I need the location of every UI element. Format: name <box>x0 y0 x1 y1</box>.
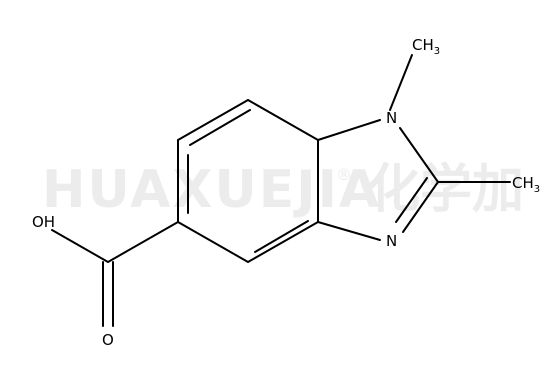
bond <box>177 99 249 141</box>
bond-n1-c2 <box>399 127 439 183</box>
watermark: HUAXUEJIA ® 化学加 <box>42 160 524 220</box>
bond-c2-n3 <box>402 181 439 233</box>
bond-n-methyl <box>389 54 413 111</box>
bond <box>177 221 249 263</box>
bond-c2-n3-double <box>395 177 428 223</box>
benzene-ring <box>177 99 319 263</box>
bond-c-n1 <box>317 119 381 141</box>
bond <box>247 99 319 141</box>
watermark-chinese: 化学加 <box>368 160 524 220</box>
nitrogen-1-label: N <box>386 109 397 127</box>
nitrogen-3-label: N <box>386 232 397 250</box>
bond-n3-c <box>317 221 381 241</box>
carbonyl-oxygen-label: O <box>102 331 114 349</box>
double-bond-inner <box>254 220 309 253</box>
methyl-right-label: CH3 <box>512 174 540 195</box>
watermark-latin: HUAXUEJIA <box>42 160 381 220</box>
watermark-registered: ® <box>336 165 352 184</box>
bond-ring-carboxyl <box>107 221 179 263</box>
hydroxyl-label: OH <box>32 213 55 231</box>
double-bond-inner <box>189 109 251 146</box>
bond-c-oh <box>51 229 109 263</box>
imidazole-ring <box>317 119 439 241</box>
carboxylic-acid <box>51 221 179 327</box>
bond <box>247 221 319 263</box>
methyl-top-label: CH3 <box>412 36 440 57</box>
